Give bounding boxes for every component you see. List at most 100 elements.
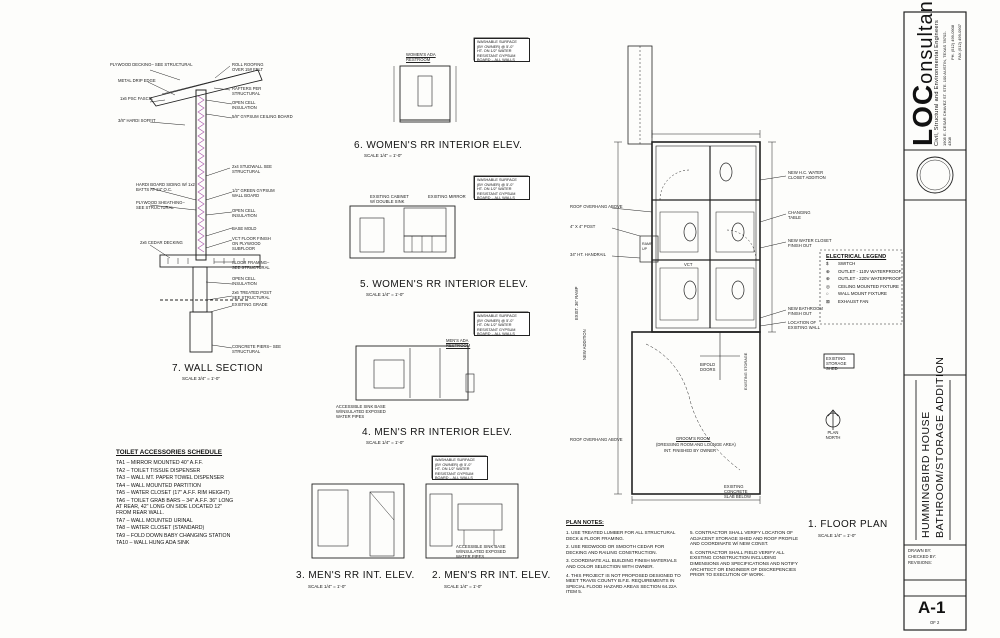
grooms-room-note: INT. FINISHED BY OWNER [664,448,717,453]
plan-note: 3. COORDINATE ALL BUILDING FINISH MATERI… [566,558,677,569]
ws-note-left-5: PLYWOOD SHEATHING– SEE STRUCTURAL [136,200,185,210]
outlet-110-icon: ⊕ [826,268,830,274]
ws-note-right-3: 5/8" GYPSUM CEILING BOARD [232,114,293,119]
wall-fixture-icon: ○ [826,291,829,297]
floor-plan-scale: SCALE 1/4" = 1'-0" [818,533,856,538]
accessible-sink-label-v4: ACCESSIBLE SINK BASE W/INSULATED EXPOSED… [336,404,386,419]
post-label: 4" X 4" POST [570,224,596,229]
plan-note: 4. THIS PROJECT IS NOT PROPOSED DESIGNED… [566,572,681,595]
electrical-legend: ELECTRICAL LEGEND $SWITCH ⊕OUTLET - 110V… [826,254,902,306]
legend-title: ELECTRICAL LEGEND [826,254,887,260]
plan-note: 5. CONTRACTOR SHALL VERIFY LOCATION OF A… [690,530,799,547]
existing-storage-label: EXISTING STORAGE [744,352,748,390]
water-closet-addition-label: NEW H.C. WATER CLOSET ADDITION [788,170,826,180]
ws-note-right-5: 1/2" GREEN GYPSUM WALL BOARD [232,188,275,198]
existing-cabinet-label: EXISTING CABINET W/ DOUBLE SINK [370,194,409,204]
ws-note-right-7: BASE MOLD [232,226,257,231]
legend-item: ⊠EXHAUST FAN [826,298,869,304]
wall-section-scale: SCALE 3/4" = 1'-0" [182,376,220,381]
ws-note-right-10: OPEN CELL INSULATION [232,276,257,286]
ws-note-left-0: PLYWOOD DECKING– SEE STRUCTURAL [110,62,193,67]
view5-scale: SCALE 1/4" = 1'-0" [366,292,404,297]
ws-note-left-1: METAL DRIP EDGE [118,78,156,83]
project-title: HUMMINGBIRD HOUSE [920,411,932,538]
new-addition-label: NEW ADDITION [582,329,587,360]
view3-title: 3. MEN'S RR INT. ELEV. [296,570,415,581]
ws-note-right-11: 2x6 TREATED POST SEE STRUCTURAL [232,290,272,300]
roof-overhang-label-2: ROOF OVERHANG ABOVE [570,437,623,442]
sheet-count: OF 2 [930,620,940,625]
outlet-220-icon: ⊕ [826,276,830,282]
plan-notes-col2: 5. CONTRACTOR SHALL VERIFY LOCATION OF A… [690,530,802,578]
plan-north-label: PLAN NORTH [825,430,841,440]
plan-note: 1. USE TREATED LUMBER FOR ALL STRUCTURAL… [566,530,676,541]
ws-note-right-4: 2x4 STUDWALL SEE STRUCTURAL [232,164,272,174]
switch-icon: $ [826,261,829,266]
plan-notes-col1: 1. USE TREATED LUMBER FOR ALL STRUCTURAL… [566,530,684,595]
ws-note-left-4: HARDI BOARD SIDING W/ 1x2 BATTS AT 24" O… [136,182,195,192]
legend-item: ⊕OUTLET - 220V WATERPROOF [826,276,902,282]
accessories-title: TOILET ACCESSORIES SCHEDULE [116,449,223,456]
plan-note: 2. USE REDWOOD OR SMOOTH CEDAR FOR DECKI… [566,544,665,555]
ws-note-right-13: CONCRETE PIERS– SEE STRUCTURAL [232,344,282,354]
ramp-up-label: RAMP UP [642,242,653,251]
ws-note-right-1: RAFTERS PER STRUCTURAL [232,86,262,96]
accessible-sink-label-v2: ACCESSIBLE SINK BASE W/INSULATED EXPOSED… [456,544,506,559]
accessory-item: TA10 – WALL HUNG ADA SINK [116,540,190,547]
roof-overhang-label: ROOF OVERHANG ABOVE [570,204,623,209]
existing-mirror-label: EXISTING MIRROR [428,194,466,199]
accessory-item: TA7 – WALL MOUNTED URINAL [116,517,193,524]
accessory-item: TA3 – WALL MT. PAPER TOWEL DISPENSER [116,475,225,482]
new-bathroom-label: NEW BATHROOM FINISH OUT [788,306,823,316]
accessories-schedule: TOILET ACCESSORIES SCHEDULE TA1 – MIRROR… [116,449,233,548]
accessory-item: TA6 – TOILET GRAB BARS – 34" A.F.F. 36" … [116,497,234,504]
legend-item: ⊕OUTLET - 110V WATERPROOF [826,268,902,274]
ws-note-right-0: ROLL ROOFING OVER 15# FELT [232,62,264,72]
handrail-label: 34" HT. HANDRAIL [570,252,606,257]
view2-scale: SCALE 1/4" = 1'-0" [444,584,482,589]
grooms-room-sub: (DRESSING ROOM AND LOUNGE AREA) [656,442,736,447]
mens-ada-label: MEN'S ADA RESTROOM [446,338,471,348]
legend-item: ◎CEILING MOUNTED FIXTURE [826,283,899,289]
ws-note-right-9: FLOOR FRAMING– SEE STRUCTURAL [232,260,270,270]
ws-note-right-2: OPEN CELL INSULATION [232,100,257,110]
existing-wall-label: LOCATION OF EXISTING WALL [788,320,820,330]
view5-title: 5. WOMEN'S RR INTERIOR ELEV. [360,279,529,290]
vct-label: VCT [684,262,693,267]
accessory-item: TA5 – WATER CLOSET (17" A.F.F. RIM HEIGH… [116,490,230,497]
accessory-item: FROM REAR WALL. [116,509,164,516]
firm-tagline: Civil, Structural and Environmental Engi… [934,19,940,146]
legend-item: ○WALL MOUNT FIXTURE [826,291,887,297]
changing-table-label: CHANGING TABLE [788,210,811,220]
accessory-item: TA8 – WATER CLOSET (STANDARD) [116,525,205,532]
exhaust-fan-icon: ⊠ [826,298,830,304]
wall-section-title: 7. WALL SECTION [172,363,263,374]
firm-phone: PH. (512) 499-0908 [950,24,955,60]
floor-plan-title: 1. FLOOR PLAN [808,519,888,530]
firm-fax: FAX (512) 499-0907 [957,23,962,60]
view6-title: 6. WOMEN'S RR INTERIOR ELEV. [354,140,523,151]
view2-title: 2. MEN'S RR INT. ELEV. [432,570,551,581]
water-closet-finish-label: NEW WATER CLOSET FINISH OUT [788,238,832,248]
grooms-room-label: GROOM'S ROOM [676,436,711,441]
drawn-by-label: DRAWN BY: [908,548,932,553]
project-subtitle: BATHROOM/STORAGE ADDITION [934,356,946,538]
finish-note-v6: WASHABLE SURFACE (BY OWNER) @ 5'-0" HT. … [474,38,530,62]
ws-note-right-8: VCT FLOOR FINISH ON PLYWOOD SUBFLOOR [232,236,271,251]
finish-note-v4: WASHABLE SURFACE (BY OWNER) @ 5'-0" HT. … [474,312,530,336]
checked-by-label: CHECKED BY: [908,554,937,559]
legend-item: $SWITCH [826,261,856,266]
womens-ada-label: WOMEN'S ADA RESTROOM [406,52,436,62]
accessory-item: AT REAR, 42" LONG ON SIDE LOCATED 12" [116,503,223,510]
ws-note-right-12: EXISTING GRADE [232,302,268,307]
plan-notes-title: PLAN NOTES: [566,520,604,526]
sheet-number: A-1 [918,598,946,617]
view4-title: 4. MEN'S RR INTERIOR ELEV. [362,427,513,438]
storage-shed-label: EXISTING STORAGE SHED [826,356,847,371]
plan-note: 6. CONTRACTOR SHALL FIELD VERIFY ALL EXI… [690,549,798,578]
accessory-item: TA4 – WALL MOUNTED PARTITION [116,482,201,489]
finish-note-v5: WASHABLE SURFACE (BY OWNER) @ 5'-0" HT. … [474,176,530,200]
ramp-label: EXIST. 36" RAMP [574,286,579,320]
accessory-item: TA9 – FOLD DOWN BABY CHANGING STATION [116,532,231,539]
